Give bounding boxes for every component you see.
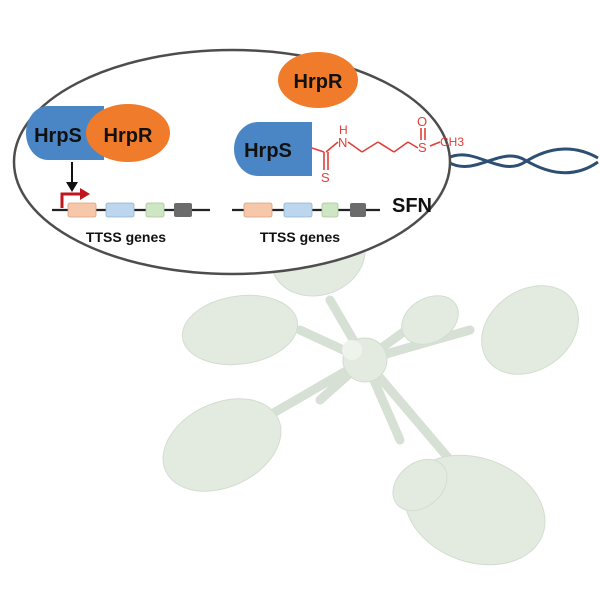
gene-box [105, 202, 135, 218]
hrpr-label-left: HrpR [104, 125, 153, 147]
hrpr-protein-left [86, 104, 170, 162]
hrps-label-left: HrpS [34, 125, 82, 147]
hrps-hrpr-complex: HrpS HrpR [26, 104, 170, 162]
group-ch3: CH3 [440, 135, 464, 149]
flagellum-icon [447, 147, 599, 175]
hrps-label-right: HrpS [244, 140, 292, 162]
hrpr-label-free: HrpR [294, 71, 343, 93]
sfn-structure: H N S S O CH3 [311, 114, 464, 185]
atom-s-thione: S [321, 170, 330, 185]
down-arrow-icon [66, 162, 78, 192]
hrps-protein-right [234, 122, 312, 176]
gene-box [174, 203, 192, 217]
bacterial-cell-outline [12, 48, 452, 276]
atom-h: H [339, 123, 348, 137]
gene-box [145, 202, 165, 218]
bent-arrow-icon [60, 188, 90, 208]
ttss-genes-label-left: TTSS genes [86, 229, 166, 245]
hrps-sfn-complex: HrpS [234, 122, 312, 176]
gene-box [67, 202, 97, 218]
gene-box [243, 202, 273, 218]
hrps-protein-left [26, 106, 104, 160]
gene-box [350, 203, 366, 217]
dna-strand-right [232, 202, 380, 218]
arabidopsis-rosette-icon [162, 213, 579, 566]
atom-o: O [417, 114, 427, 129]
hrpr-protein-free [278, 52, 358, 108]
free-hrpr: HrpR [278, 52, 358, 108]
atom-s-sulfoxide: S [418, 140, 427, 155]
gene-box [321, 202, 339, 218]
ttss-genes-label-right: TTSS genes [260, 229, 340, 245]
atom-n: N [338, 135, 347, 150]
dna-strand-left [52, 202, 210, 218]
sfn-label: SFN [392, 195, 432, 217]
gene-box [283, 202, 313, 218]
